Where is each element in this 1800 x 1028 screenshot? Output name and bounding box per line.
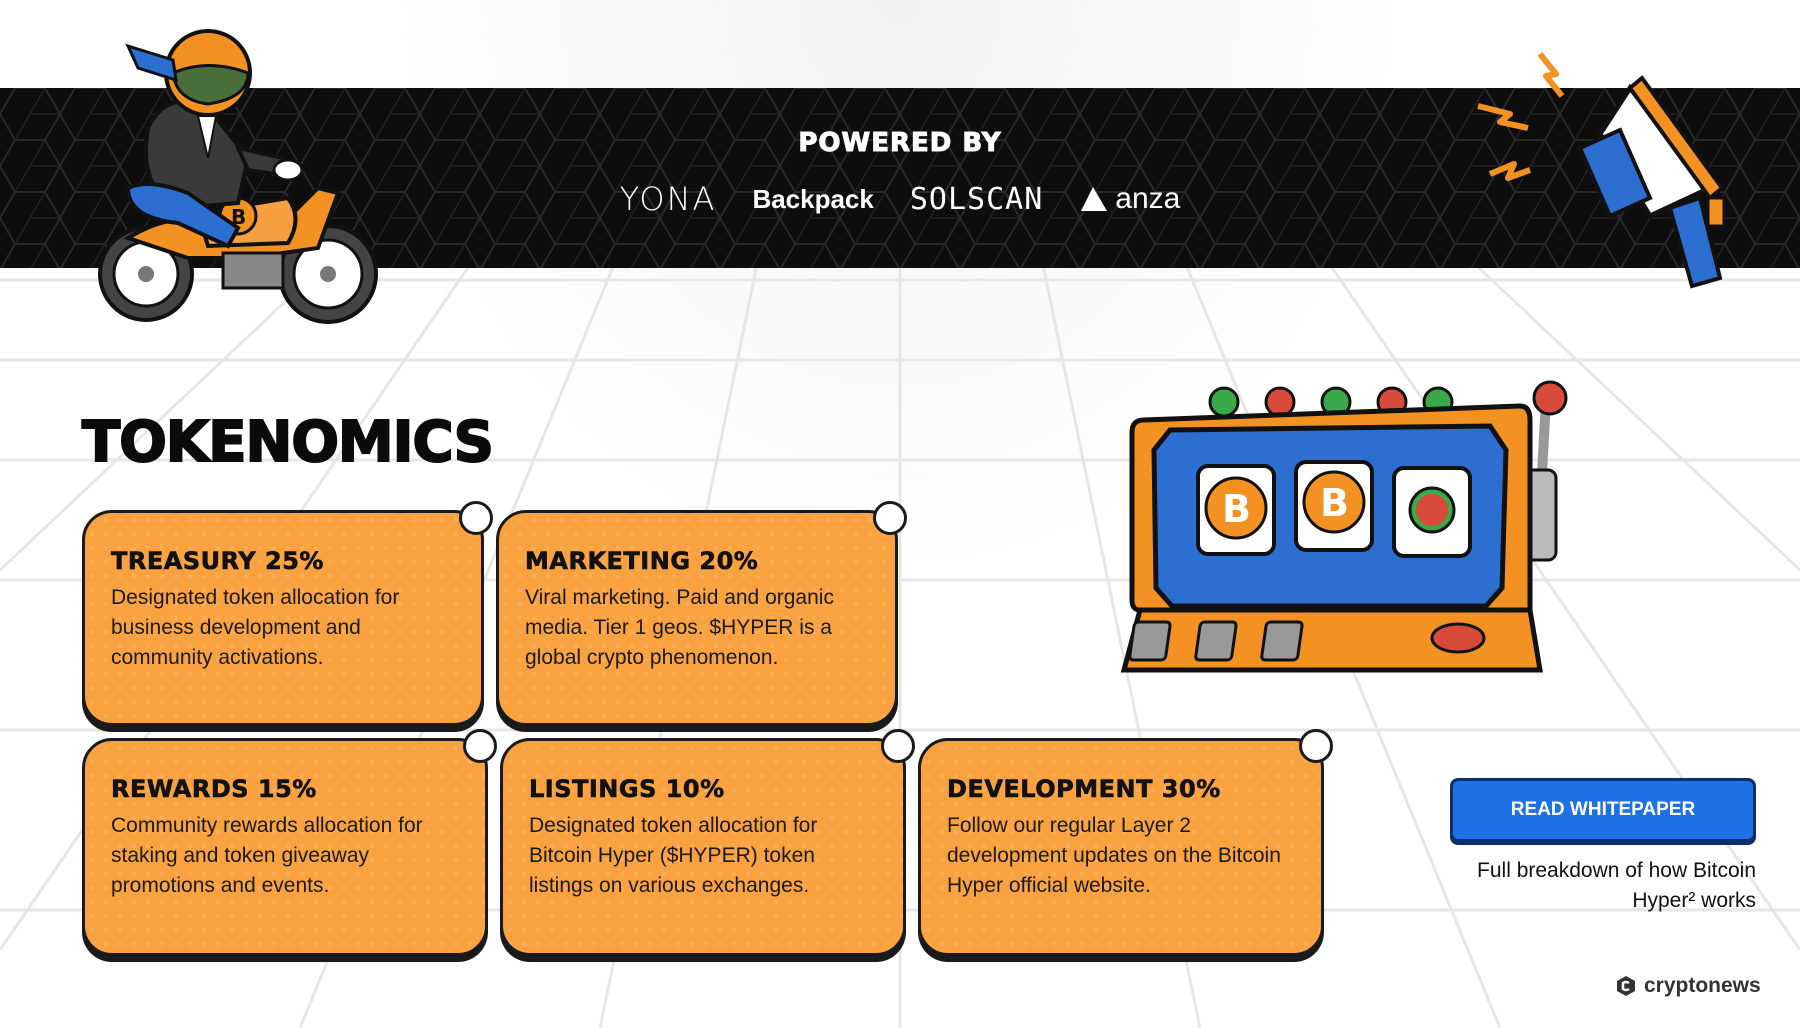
card-title: DEVELOPMENT 30%	[947, 775, 1221, 804]
cryptonews-logo-icon	[1617, 976, 1635, 996]
svg-text:B: B	[1222, 487, 1251, 531]
card-pin-icon	[873, 501, 907, 535]
megaphone-illustration	[1477, 52, 1726, 289]
card-title: REWARDS 15%	[111, 775, 317, 804]
card-pin-icon	[459, 501, 493, 535]
partner-logos: YONA Backpack SOLSCAN anza	[0, 180, 1800, 218]
anza-mark-icon	[1081, 187, 1108, 211]
tokenomics-card-listings: LISTINGS 10% Designated token allocation…	[500, 729, 915, 956]
card-title: MARKETING 20%	[525, 547, 759, 576]
tokenomics-card-treasury: TREASURY 25% Designated token allocation…	[82, 501, 493, 726]
cryptonews-watermark: cryptonews	[1614, 974, 1761, 998]
card-title: LISTINGS 10%	[529, 775, 725, 804]
card-description: Viral marketing. Paid and organic media.…	[525, 586, 834, 669]
partner-logo-solscan[interactable]: SOLSCAN	[909, 181, 1044, 217]
card-pin-icon	[463, 729, 497, 763]
card-description: Designated token allocation for business…	[111, 586, 400, 669]
svg-text:B: B	[231, 205, 246, 229]
motorbike-rider-illustration: B	[98, 29, 378, 324]
powered-by-title: POWERED BY	[798, 128, 1002, 159]
card-description: Follow our regular Layer 2 development u…	[947, 814, 1281, 897]
slot-machine-illustration: B B	[1120, 380, 1568, 673]
svg-text:B: B	[1320, 481, 1349, 525]
partner-logo-anza[interactable]: anza	[1079, 182, 1180, 216]
partner-logo-yona[interactable]: YONA	[619, 180, 717, 218]
tokenomics-heading: TOKENOMICS	[81, 409, 495, 476]
tokenomics-card-marketing: MARKETING 20% Viral marketing. Paid and …	[496, 501, 907, 726]
tokenomics-card-rewards: REWARDS 15% Community rewards allocation…	[82, 729, 497, 956]
card-pin-icon	[881, 729, 915, 763]
read-whitepaper-button[interactable]: READ WHITEPAPER	[1450, 778, 1756, 842]
card-pin-icon	[1299, 729, 1333, 763]
tokenomics-card-development: DEVELOPMENT 30% Follow our regular Layer…	[918, 729, 1333, 956]
card-title: TREASURY 25%	[111, 547, 324, 576]
card-description: Community rewards allocation for staking…	[111, 814, 423, 897]
partner-logo-backpack[interactable]: Backpack	[752, 183, 874, 214]
whitepaper-caption: Full breakdown of how Bitcoin Hyper² wor…	[1477, 859, 1756, 912]
card-description: Designated token allocation for Bitcoin …	[529, 814, 818, 897]
